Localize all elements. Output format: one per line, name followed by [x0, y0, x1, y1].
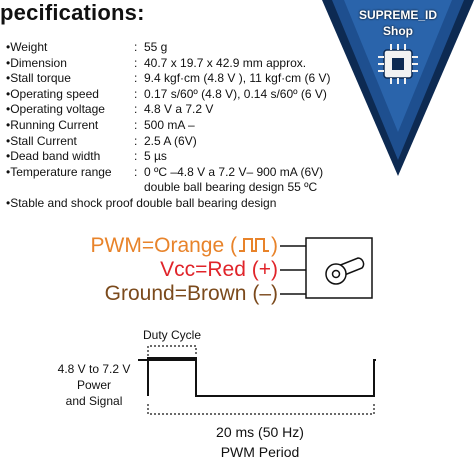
- duty-cycle-pulse: [147, 359, 197, 396]
- spec-value: 500 mA –: [144, 117, 195, 132]
- spec-value: 5 µs: [144, 149, 167, 164]
- period-label: PWM Period: [220, 444, 300, 460]
- spec-separator: :: [134, 164, 138, 179]
- spec-row-stall-torque: •Stall torque : 9.4 kgf·cm (4.8 V ), 11 …: [6, 71, 346, 87]
- wire-pwm-text: PWM=Orange (: [90, 234, 237, 257]
- spec-row-running-current: •Running Current : 500 mA –: [6, 118, 346, 134]
- spec-separator: :: [134, 133, 138, 148]
- spec-row-dimension: •Dimension : 40.7 x 19.7 x 42.9 mm appro…: [6, 56, 346, 72]
- spec-value: 55 g: [144, 40, 168, 54]
- spec-label: •Temperature range: [6, 164, 112, 179]
- spec-label: •Dimension: [6, 55, 67, 70]
- spec-value: 9.4 kgf·cm (4.8 V ), 11 kgf·cm (6 V): [144, 71, 331, 86]
- spec-label: •Stall torque: [6, 71, 71, 86]
- spec-label: •Stall Current: [6, 133, 77, 148]
- duty-cycle-label: Duty Cycle: [143, 328, 202, 342]
- spec-separator: :: [134, 149, 138, 164]
- servo-diagram: [280, 237, 373, 299]
- spec-label: •Running Current: [6, 117, 99, 132]
- wire-ground: Ground=Brown (–): [104, 282, 278, 305]
- wire-vcc: Vcc=Red (+): [160, 258, 278, 281]
- spec-row-temperature: •Temperature range : 0 ºC –4.8 V a 7.2 V…: [6, 165, 346, 196]
- spec-note: •Stable and shock proof double ball bear…: [6, 195, 277, 210]
- badge-subtitle: Shop: [383, 24, 413, 38]
- shop-badge: SUPREME_ID Shop: [322, 0, 474, 176]
- spec-label: •Operating voltage: [6, 102, 105, 117]
- spec-row-dead-band: •Dead band width : 5 µs: [6, 149, 346, 165]
- spec-separator: :: [134, 55, 138, 70]
- spec-value: 4.8 V a 7.2 V: [144, 102, 214, 117]
- spec-row-stall-current: •Stall Current : 2.5 A (6V): [6, 134, 346, 150]
- spec-label: •Weight: [6, 40, 48, 54]
- spec-value: 40.7 x 19.7 x 42.9 mm approx.: [144, 55, 307, 70]
- wire-pwm-close: ): [271, 234, 278, 257]
- spec-list: •Weight : 55 g •Dimension : 40.7 x 19.7 …: [6, 40, 346, 212]
- spec-row-operating-voltage: •Operating voltage : 4.8 V a 7.2 V: [6, 102, 346, 118]
- spec-value: 2.5 A (6V): [144, 133, 197, 148]
- spec-value: 0.17 s/60º (4.8 V), 0.14 s/60º (6 V): [144, 86, 327, 101]
- spec-label: •Dead band width: [6, 149, 101, 164]
- spec-separator: :: [134, 71, 138, 86]
- voltage-range: 4.8 V to 7.2 V: [57, 362, 131, 376]
- pwm-timing-plot: [138, 345, 376, 415]
- chip-icon: [378, 44, 418, 84]
- spec-label: •Operating speed: [6, 86, 99, 101]
- spec-row-operating-speed: •Operating speed : 0.17 s/60º (4.8 V), 0…: [6, 87, 346, 103]
- badge-shape: [322, 0, 474, 176]
- pwm-timing-diagram: Duty Cycle 4.8 V to 7.2 V Power and Sign…: [0, 320, 474, 474]
- spec-separator: :: [134, 102, 138, 117]
- page-title: pecifications:: [0, 0, 145, 25]
- spec-separator: :: [134, 117, 138, 132]
- voltage-power: Power: [76, 378, 111, 392]
- wire-pwm: PWM=Orange (): [91, 234, 278, 258]
- voltage-signal: and Signal: [65, 394, 123, 408]
- servo-horn-icon: [325, 257, 365, 285]
- spec-separator: :: [134, 40, 138, 54]
- pwm-pulse-icon: [239, 238, 269, 252]
- duty-cycle-bracket: [147, 345, 197, 356]
- pwm-waveform: [138, 357, 376, 397]
- spec-separator: :: [134, 86, 138, 101]
- spec-row-weight: •Weight : 55 g: [6, 40, 346, 56]
- voltage-label: 4.8 V to 7.2 V Power and Signal: [54, 361, 134, 409]
- period-bracket: [147, 404, 375, 415]
- badge-title: SUPREME_ID: [358, 8, 438, 22]
- period-value: 20 ms (50 Hz): [216, 424, 304, 440]
- spec-value: 0 ºC –4.8 V a 7.2 V– 900 mA (6V) double …: [144, 164, 324, 195]
- wire-leads: [280, 245, 306, 295]
